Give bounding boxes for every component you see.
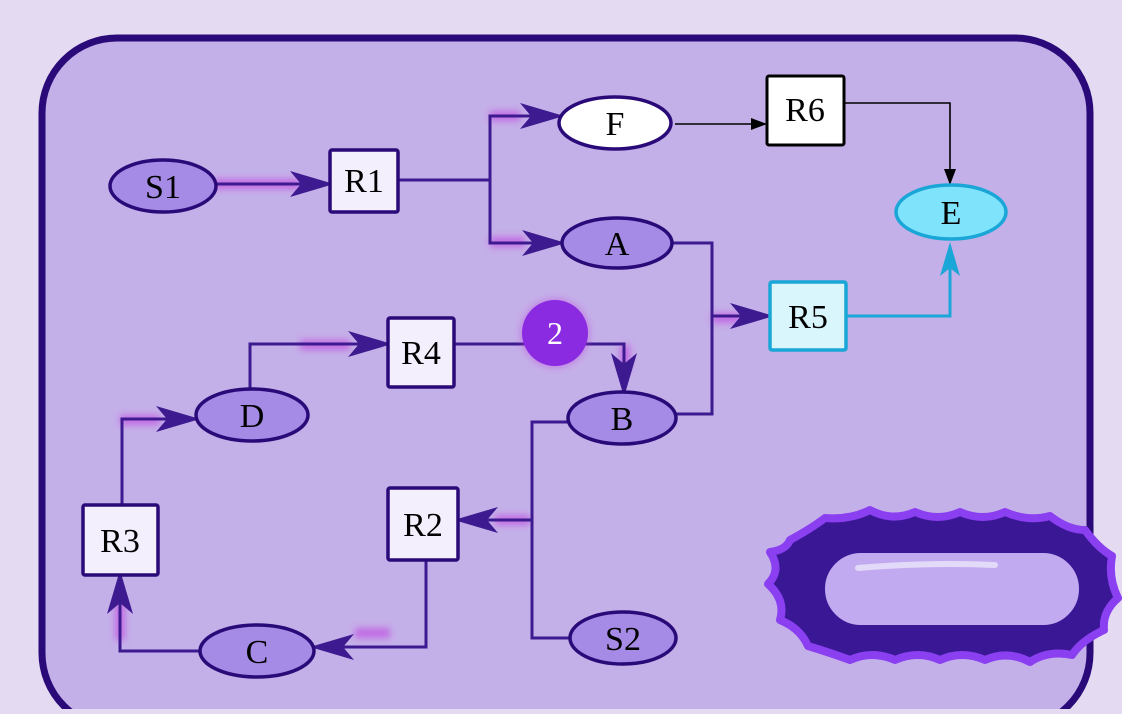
- node-a[interactable]: A: [560, 216, 674, 270]
- node-d[interactable]: D: [194, 387, 310, 443]
- node-f-label: F: [606, 106, 625, 143]
- node-s1-label: S1: [145, 169, 181, 206]
- edge-r1-a: [488, 180, 566, 256]
- node-b-label: B: [611, 401, 634, 438]
- node-r5[interactable]: R5: [768, 280, 848, 352]
- node-r5-label: R5: [788, 299, 828, 336]
- edge-b-s2: [530, 420, 571, 640]
- node-r6[interactable]: R6: [765, 74, 846, 147]
- edge-a-r5: [671, 241, 774, 329]
- node-a-label: A: [605, 226, 630, 263]
- edge-r2-c: [310, 560, 428, 660]
- node-b[interactable]: B: [566, 390, 678, 446]
- edge-r6-e: [844, 102, 956, 185]
- edge-b-r5: [674, 316, 714, 416]
- decorative-pill-icon: [764, 506, 1122, 666]
- node-c[interactable]: C: [198, 623, 316, 679]
- node-r4-label: R4: [401, 335, 441, 372]
- node-r4[interactable]: R4: [386, 316, 456, 389]
- node-c-label: C: [246, 634, 269, 671]
- edge-d-r4: [248, 331, 392, 390]
- node-f[interactable]: F: [557, 95, 673, 151]
- node-s1[interactable]: S1: [108, 158, 218, 214]
- edge-r1-f: [398, 103, 564, 182]
- node-r1[interactable]: R1: [328, 148, 400, 214]
- node-r3[interactable]: R3: [81, 503, 160, 577]
- edges-black: [675, 102, 956, 185]
- node-e[interactable]: E: [894, 183, 1008, 241]
- node-s2-label: S2: [605, 621, 641, 658]
- edges-purple: [107, 103, 774, 660]
- node-r1-label: R1: [344, 163, 384, 200]
- edge-c-r3: [107, 570, 200, 653]
- node-r6-label: R6: [785, 92, 825, 129]
- edge-r3-d: [120, 406, 200, 525]
- node-s2[interactable]: S2: [568, 610, 678, 666]
- node-r2[interactable]: R2: [386, 486, 460, 562]
- node-r3-label: R3: [100, 523, 140, 560]
- count-badge: 2: [520, 298, 590, 368]
- count-badge-label: 2: [547, 315, 563, 351]
- edge-r4-b: [454, 342, 637, 397]
- node-d-label: D: [240, 398, 265, 435]
- node-r2-label: R2: [403, 507, 443, 544]
- node-e-label: E: [941, 195, 962, 232]
